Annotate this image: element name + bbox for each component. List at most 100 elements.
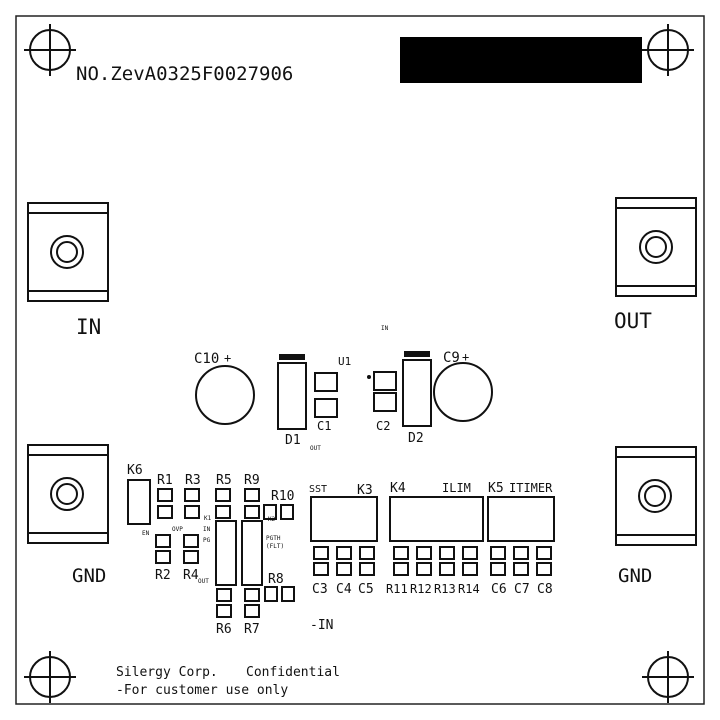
fiducial-bottom-left — [24, 651, 76, 703]
label-r11: R11 — [386, 582, 408, 596]
fiducial-top-left — [24, 24, 76, 76]
label-r4: R4 — [183, 568, 199, 583]
resistor-r12 — [416, 546, 432, 576]
label-r12: R12 — [410, 582, 432, 596]
label-out: OUT — [614, 309, 652, 333]
redacted-block — [400, 37, 642, 83]
cap-c1 — [314, 372, 338, 418]
label-r14: R14 — [458, 582, 480, 596]
terminal-out — [615, 197, 697, 297]
resistor-r3 — [184, 488, 200, 519]
label-r5: R5 — [216, 473, 232, 488]
label-r6: R6 — [216, 622, 232, 637]
label-c6: C6 — [491, 582, 507, 597]
resistor-r9 — [244, 488, 260, 519]
cap-c7 — [513, 546, 529, 576]
jumper-k1 — [215, 520, 237, 586]
label-pgth: PGTH — [266, 535, 281, 542]
label-c2: C2 — [376, 419, 390, 433]
label-r3: R3 — [185, 473, 201, 488]
label-k6: K6 — [127, 463, 143, 478]
terminal-in — [27, 202, 109, 302]
cap-c2 — [373, 371, 397, 412]
cap-c6 — [490, 546, 506, 576]
footer-note: -For customer use only — [116, 683, 288, 698]
resistor-r6 — [216, 588, 232, 618]
label-out-small: OUT — [310, 445, 321, 452]
resistor-r10 — [263, 504, 294, 520]
footer-confidential: Confidential — [246, 665, 340, 680]
jumper-k2 — [241, 520, 263, 586]
label-c1: C1 — [317, 419, 331, 433]
cap-c10 — [195, 365, 255, 425]
label-pg: PG — [203, 537, 211, 544]
label-k1: K1 — [204, 515, 212, 522]
label-in-pg: IN — [203, 526, 211, 533]
label-k5: K5 — [488, 481, 504, 496]
label-c9: C9 — [443, 350, 460, 366]
jumper-k3 — [310, 496, 378, 542]
resistor-r2 — [155, 534, 171, 564]
label-gnd-left: GND — [72, 565, 106, 587]
fiducial-top-right — [642, 24, 694, 76]
diode-d2 — [402, 351, 432, 427]
cap-c3 — [313, 546, 329, 576]
pin1-dot — [367, 375, 371, 379]
cap-c4 — [336, 546, 352, 576]
label-en: EN — [142, 530, 150, 537]
label-ilim: ILIM — [442, 481, 471, 495]
board-outline — [15, 15, 705, 705]
label-in-small: IN — [381, 325, 389, 332]
label-itimer: ITIMER — [509, 481, 553, 495]
fiducial-bottom-right — [642, 651, 694, 703]
label-c8: C8 — [537, 582, 553, 597]
label-c10: C10 — [194, 351, 219, 367]
label-c4: C4 — [336, 582, 352, 597]
label-ovp: OVP — [172, 526, 183, 533]
resistor-r11 — [393, 546, 409, 576]
label-k2: K2 — [268, 516, 276, 523]
label-r13: R13 — [434, 582, 456, 596]
label-c9-plus: + — [462, 350, 469, 364]
terminal-gnd-right — [615, 446, 697, 546]
resistor-r1 — [157, 488, 173, 519]
label-c10-plus: + — [224, 351, 231, 365]
jumper-k5 — [487, 496, 555, 542]
footer-company: Silergy Corp. — [116, 665, 218, 680]
label-gnd-right: GND — [618, 565, 652, 587]
resistor-r8 — [264, 586, 295, 602]
serial-number: NO.ZevA0325F0027906 — [76, 63, 293, 85]
jumper-k4 — [389, 496, 484, 542]
label-r8: R8 — [268, 572, 284, 587]
label-out-ic: OUT — [198, 578, 209, 585]
cap-c8 — [536, 546, 552, 576]
label-flt: (FLT) — [266, 543, 284, 550]
label-minus-in: -IN — [310, 618, 333, 633]
label-r9: R9 — [244, 473, 260, 488]
cap-c9 — [433, 362, 493, 422]
resistor-r7 — [244, 588, 260, 618]
label-r2: R2 — [155, 568, 171, 583]
resistor-r4 — [183, 534, 199, 564]
cap-c5 — [359, 546, 375, 576]
label-r7: R7 — [244, 622, 260, 637]
resistor-r14 — [462, 546, 478, 576]
terminal-gnd-left — [27, 444, 109, 544]
resistor-r13 — [439, 546, 455, 576]
label-c5: C5 — [358, 582, 374, 597]
diode-d1 — [277, 354, 307, 430]
resistor-r5 — [215, 488, 231, 519]
label-d1: D1 — [285, 433, 301, 448]
label-u1: U1 — [338, 355, 351, 368]
jumper-k6 — [127, 479, 151, 525]
label-in: IN — [76, 315, 101, 339]
label-k3: K3 — [357, 483, 373, 498]
label-c3: C3 — [312, 582, 328, 597]
label-r10: R10 — [271, 489, 294, 504]
label-k4: K4 — [390, 481, 406, 496]
label-d2: D2 — [408, 431, 424, 446]
label-r1: R1 — [157, 473, 173, 488]
label-c7: C7 — [514, 582, 530, 597]
